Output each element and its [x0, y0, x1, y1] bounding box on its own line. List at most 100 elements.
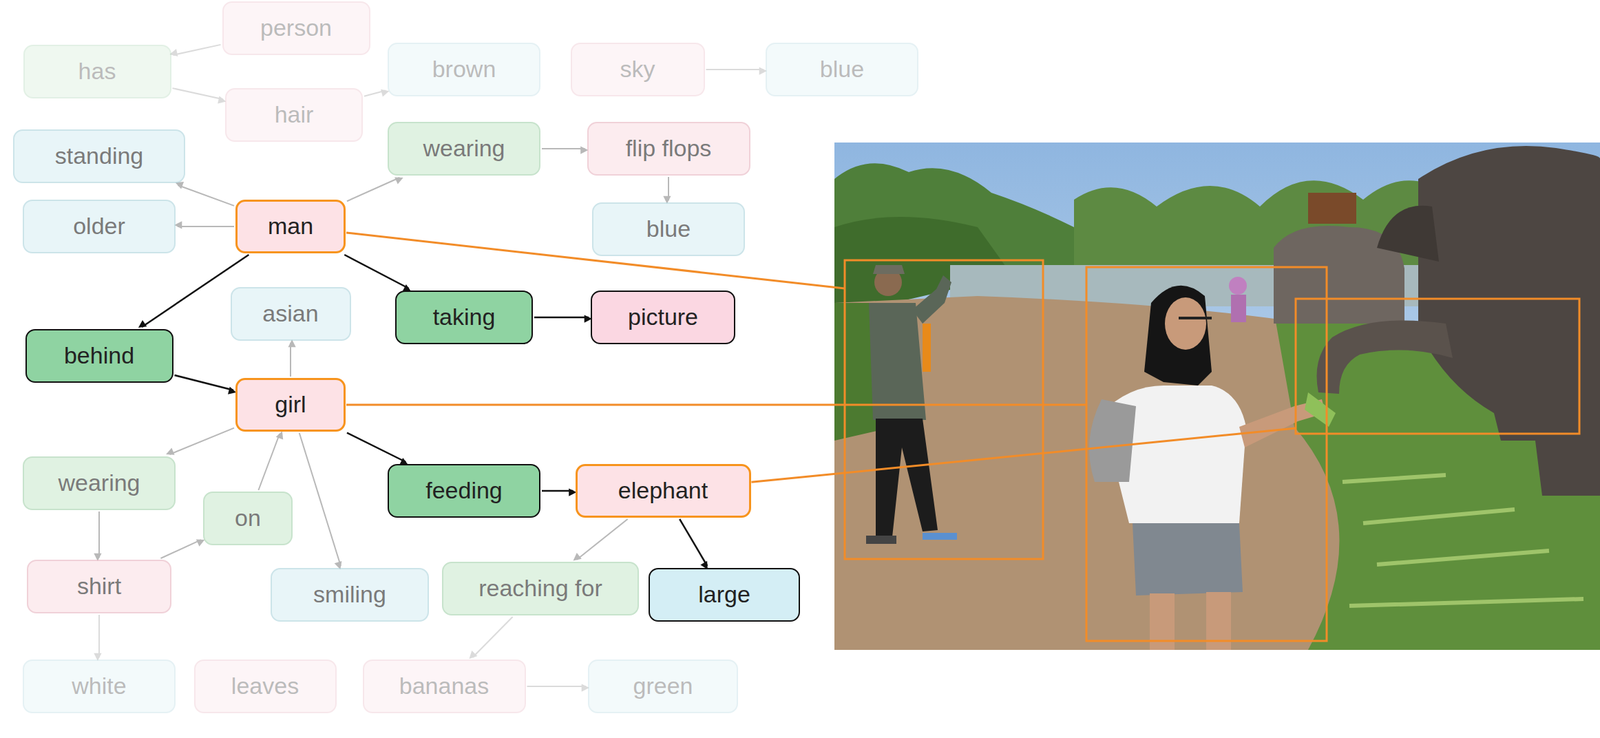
- photo-person: [1230, 294, 1247, 323]
- object-box: girl: [235, 377, 346, 432]
- attribute-box: older: [22, 199, 176, 254]
- relation-arrow: [667, 176, 670, 201]
- photo-person: [1228, 276, 1247, 295]
- attribute-box: white: [22, 659, 176, 714]
- attribute-box: blue: [765, 42, 919, 97]
- relation-arrow: [177, 185, 235, 206]
- object-box: leaves: [194, 659, 337, 714]
- node-label: man: [267, 213, 314, 239]
- node-label: older: [72, 213, 126, 239]
- man-strap: [922, 323, 931, 372]
- object-box: flip flops: [587, 121, 751, 176]
- leader-layer: [346, 232, 1296, 482]
- attribute-box: large: [648, 567, 800, 622]
- relation-arrow: [172, 88, 224, 100]
- node-label: standing: [55, 143, 144, 169]
- node-label: blue: [646, 216, 691, 242]
- bounding-box: [844, 260, 1044, 560]
- object-box: bananas: [362, 659, 526, 714]
- node-label: taking: [433, 304, 496, 330]
- girl-face: [1164, 297, 1207, 350]
- man-cap: [872, 265, 905, 275]
- relationship-box: has: [23, 44, 172, 99]
- node-label: bananas: [399, 673, 489, 699]
- node-label: wearing: [57, 470, 140, 496]
- node-label: leaves: [231, 673, 299, 699]
- node-label: has: [78, 58, 117, 84]
- node-label: smiling: [313, 581, 387, 608]
- relationship-box: wearing: [387, 121, 541, 176]
- object-box: elephant: [575, 464, 752, 518]
- bounding-box: [1295, 298, 1580, 434]
- relation-arrow: [169, 428, 235, 455]
- photo-howdah: [1308, 192, 1357, 224]
- relation-arrow: [289, 342, 292, 377]
- man-shoe: [866, 535, 897, 544]
- node-label: on: [234, 505, 261, 531]
- attribute-box: smiling: [270, 567, 429, 622]
- attribute-box: standing: [13, 129, 186, 184]
- node-label: picture: [627, 304, 699, 330]
- node-label: shirt: [77, 573, 122, 599]
- attribute-box: green: [587, 659, 739, 714]
- object-box: sky: [570, 42, 705, 97]
- relation-arrow: [173, 44, 221, 56]
- relationship-box: behind: [25, 329, 174, 383]
- relation-arrow: [98, 614, 100, 658]
- relation-arrow: [706, 68, 765, 71]
- node-label: wearing: [422, 135, 505, 162]
- object-box: man: [235, 199, 346, 254]
- relation-arrow: [534, 316, 589, 319]
- relationship-box: on: [203, 491, 293, 546]
- relationship-box: reaching for: [441, 561, 639, 616]
- relation-arrow: [177, 225, 235, 228]
- attribute-box: blue: [592, 202, 745, 257]
- relation-arrow: [98, 511, 100, 558]
- node-label: blue: [819, 56, 865, 82]
- node-label: hair: [274, 101, 314, 128]
- relation-arrow: [541, 490, 574, 493]
- relationship-box: wearing: [22, 456, 176, 511]
- relation-arrow: [160, 539, 202, 559]
- node-label: feeding: [425, 477, 503, 504]
- node-label: person: [260, 15, 332, 41]
- relation-arrow: [541, 148, 586, 150]
- girl-bag: [1089, 399, 1136, 482]
- relation-arrow: [174, 375, 235, 391]
- relation-arrow: [679, 519, 708, 566]
- relation-arrow: [527, 685, 587, 688]
- girl-glasses: [1178, 316, 1212, 320]
- man-arm: [912, 275, 952, 324]
- node-label: brown: [432, 56, 497, 82]
- photo: [834, 142, 1600, 650]
- relation-arrow: [472, 616, 513, 658]
- relation-arrow: [364, 90, 386, 96]
- node-label: reaching for: [478, 575, 603, 602]
- bounding-box: [1086, 267, 1327, 641]
- man-trousers: [875, 418, 938, 538]
- relation-arrow: [576, 519, 628, 560]
- attribute-box: brown: [387, 42, 541, 97]
- photo-elephant: [1418, 145, 1600, 496]
- relationship-box: feeding: [387, 464, 541, 518]
- photo-elephant-trunk: [1317, 320, 1454, 395]
- girl-hair: [1144, 285, 1212, 386]
- photo-bananas: [1304, 392, 1336, 427]
- node-label: asian: [262, 300, 319, 327]
- attribute-box: asian: [230, 287, 352, 341]
- object-box: hair: [225, 88, 363, 142]
- relation-arrow: [258, 433, 280, 491]
- node-label: green: [633, 673, 694, 699]
- photo-elephant-ear: [1376, 205, 1439, 262]
- relationship-box: taking: [395, 290, 533, 345]
- node-label: girl: [274, 391, 306, 418]
- node-label: white: [71, 673, 126, 699]
- photo-sky: [834, 142, 1600, 650]
- object-box: picture: [590, 290, 736, 345]
- man-flip-flop: [922, 532, 957, 540]
- relation-arrow: [299, 433, 341, 566]
- node-label: elephant: [618, 477, 708, 504]
- relation-arrow: [346, 177, 400, 202]
- grounding-line: [346, 404, 1087, 407]
